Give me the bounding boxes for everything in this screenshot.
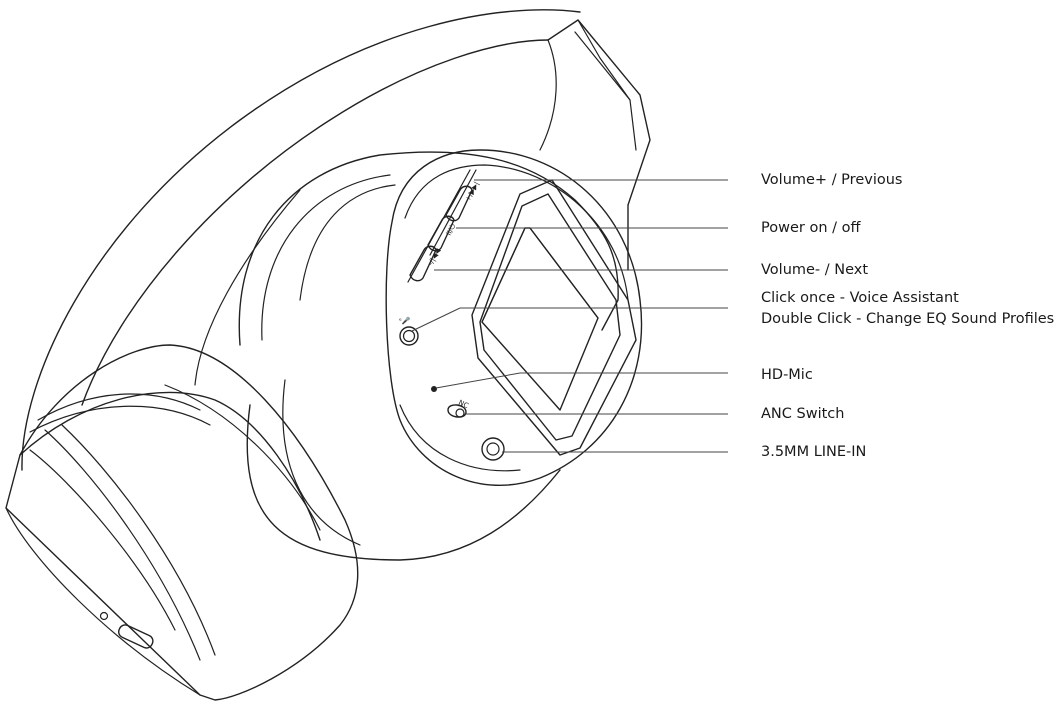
callout-power: Power on / off bbox=[761, 220, 861, 236]
near-ear-cup bbox=[238, 149, 643, 561]
callout-mfb-line1: Click once - Voice Assistant bbox=[761, 290, 959, 306]
callout-line-in: 3.5MM LINE-IN bbox=[761, 444, 867, 460]
power-button[interactable]: II/⏻ bbox=[427, 215, 458, 252]
outer-housing-plate bbox=[471, 179, 637, 456]
leader-lines bbox=[411, 179, 728, 453]
svg-text:ᵉ🎤: ᵉ🎤 bbox=[399, 316, 411, 325]
volume-down-button[interactable]: -/|◀◀ bbox=[409, 245, 443, 282]
svg-text:+/▶▶|: +/▶▶| bbox=[464, 180, 481, 203]
anc-switch[interactable]: NC bbox=[447, 399, 470, 418]
callout-volume-up: Volume+ / Previous bbox=[761, 172, 903, 188]
multifunction-button[interactable]: ᵉ🎤 bbox=[399, 316, 419, 346]
callout-volume-down: Volume- / Next bbox=[761, 262, 869, 278]
nc-mark: NC bbox=[457, 399, 470, 411]
line-in-jack[interactable] bbox=[481, 437, 505, 461]
mic-hole bbox=[431, 386, 437, 392]
headband bbox=[21, 9, 651, 471]
callout-mfb-line2: Double Click - Change EQ Sound Profiles bbox=[761, 311, 1055, 327]
far-ear-cup bbox=[5, 344, 359, 701]
callout-mic: HD-Mic bbox=[761, 367, 813, 383]
callout-anc: ANC Switch bbox=[761, 406, 845, 422]
